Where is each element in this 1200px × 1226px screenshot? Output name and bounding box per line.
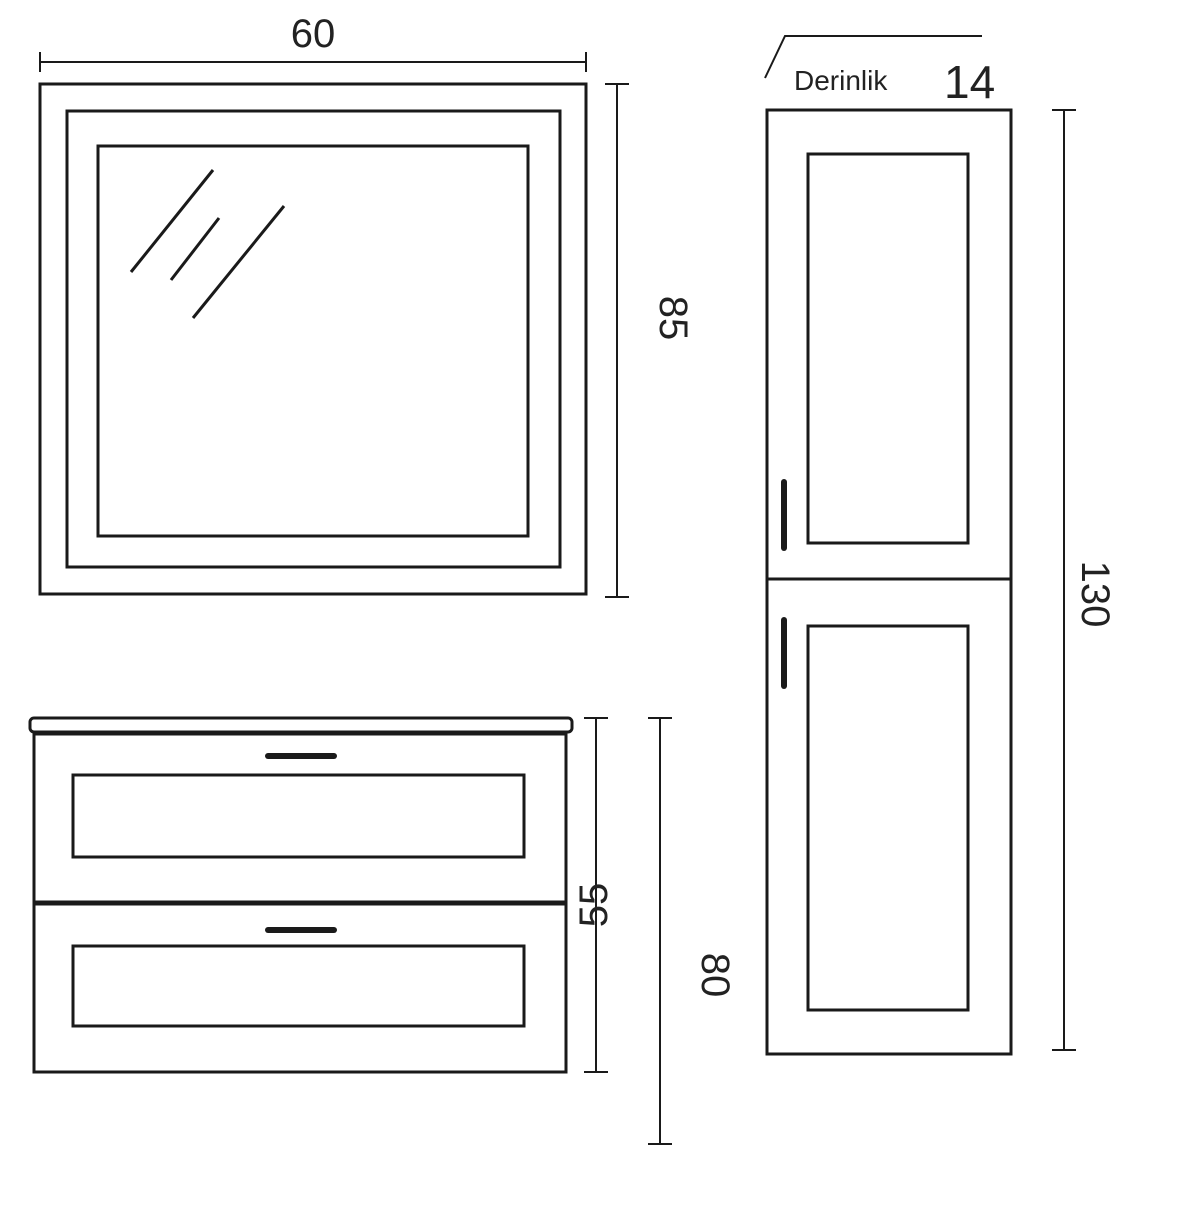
mirror-width-dimension: 60 [39, 12, 587, 72]
vanity-body-height-label: 55 [572, 883, 616, 928]
vanity-total-height-label: 80 [693, 953, 737, 998]
vanity-upper-drawer [32, 732, 568, 904]
vanity-unit [28, 716, 574, 1074]
tall-cabinet-height-dimension: 130 [1052, 109, 1117, 1051]
depth-leader-line [764, 35, 982, 79]
mirror-height-dimension: 85 [605, 83, 695, 598]
tall-cabinet-height-label: 130 [1073, 561, 1117, 628]
vanity-total-height-dimension: 80 [648, 717, 737, 1145]
glass-reflection-line-1 [129, 169, 215, 273]
lower-door-panel [806, 624, 970, 1012]
depth-value: 14 [944, 56, 995, 108]
mirror-width-label: 60 [291, 12, 336, 56]
mirror-inner-frame [65, 109, 562, 569]
vanity-countertop [28, 716, 574, 734]
depth-label: Derinlik [794, 65, 888, 96]
vanity-lower-drawer-panel [71, 944, 526, 1028]
vanity-upper-drawer-panel [71, 773, 526, 859]
glass-reflection-line-3 [191, 205, 286, 319]
glass-reflection-line-2 [169, 217, 221, 281]
mirror-outer-frame [38, 82, 588, 596]
depth-note: Derinlik 14 [764, 35, 995, 108]
mirror-height-label: 85 [651, 296, 695, 341]
tall-cabinet-body [765, 108, 1013, 1056]
tall-cabinet [765, 108, 1013, 1056]
upper-door-panel [806, 152, 970, 545]
mirror [38, 82, 588, 596]
mirror-glass [96, 144, 530, 538]
vanity-lower-drawer [32, 902, 568, 1074]
vanity-body-height-dimension: 55 [572, 717, 616, 1073]
